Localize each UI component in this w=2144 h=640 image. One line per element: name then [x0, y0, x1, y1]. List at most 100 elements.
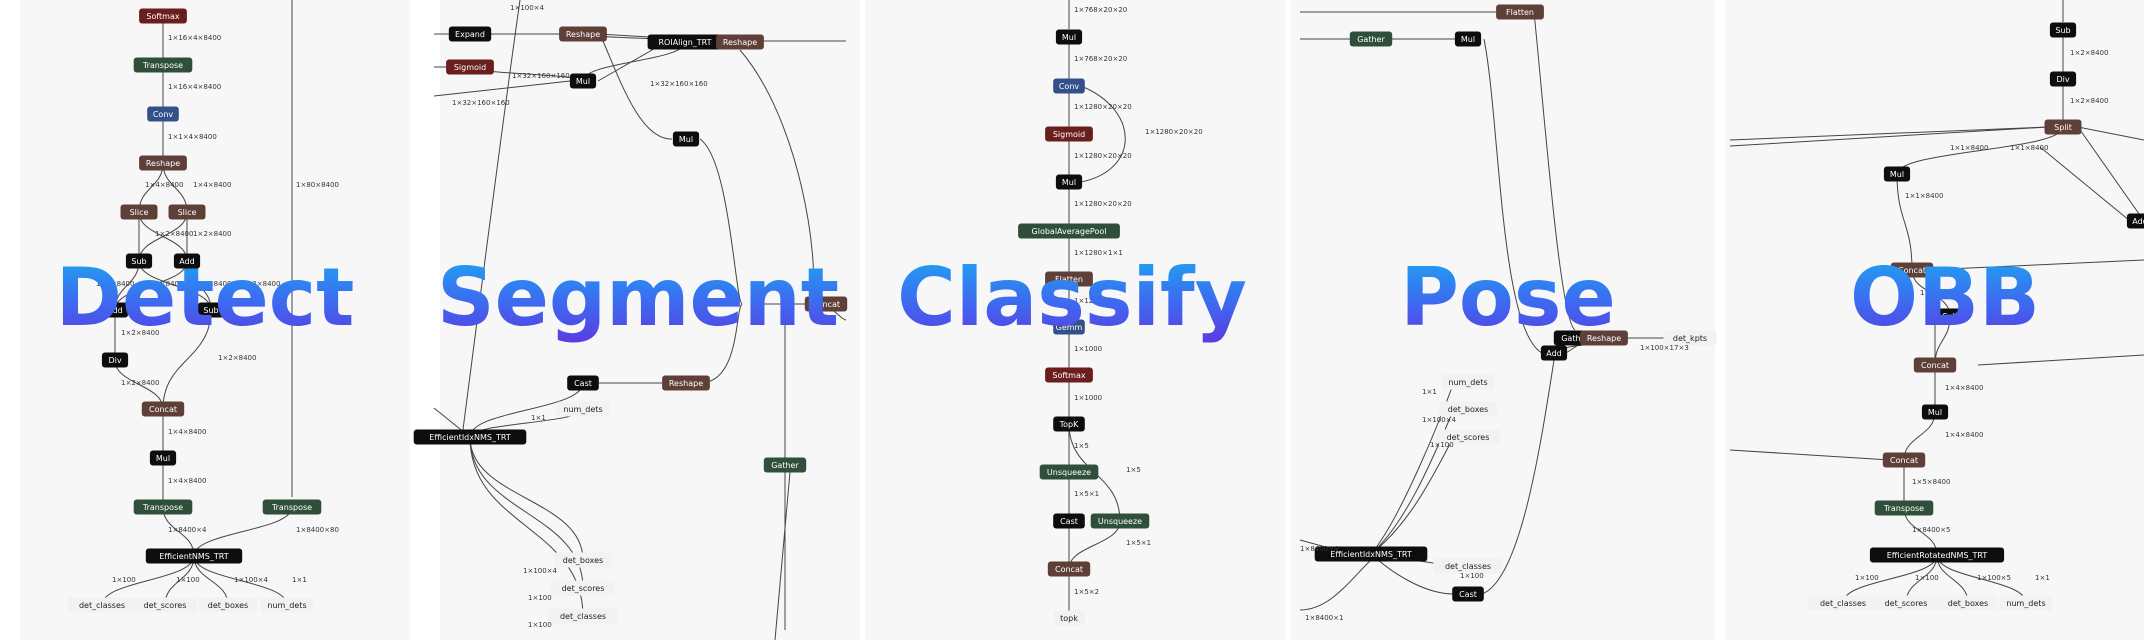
segment-node-sigmoid[interactable]: Sigmoid	[446, 59, 494, 75]
segment-node-gather[interactable]: Gather	[763, 457, 807, 473]
classify-node-label: Concat	[1055, 565, 1083, 574]
obb-node-det-boxes[interactable]: det_boxes	[1938, 595, 1998, 611]
detect-node-div[interactable]: Div	[101, 352, 129, 368]
segment-node-expand[interactable]: Expand	[448, 26, 492, 42]
segment-node-det-scores[interactable]: det_scores	[551, 580, 615, 596]
detect-node-efficientnms-trt[interactable]: EfficientNMS_TRT	[145, 548, 243, 564]
classify-node-flatten[interactable]: Flatten	[1045, 271, 1093, 287]
pose-node-cast[interactable]: Cast	[1452, 586, 1484, 602]
classify-edge-label: 1×1280×20×20	[1074, 200, 1132, 208]
pose-node-reshape[interactable]: Reshape	[1580, 330, 1628, 346]
detect-node-det-classes[interactable]: det_classes	[67, 597, 137, 613]
pose-title: Pose	[1400, 251, 1615, 344]
segment-node-efficientidxnms-trt[interactable]: EfficientIdxNMS_TRT	[413, 429, 527, 445]
pose-node-label: Mul	[1461, 35, 1475, 44]
obb-node-label: Sub	[1942, 312, 1957, 321]
segment-edge	[599, 33, 673, 140]
segment-node-det-boxes[interactable]: det_boxes	[553, 552, 613, 568]
detect-edge-label: 1×4×8400	[145, 181, 183, 189]
detect-node-label: Sub	[203, 306, 218, 315]
detect-node-transpose[interactable]: Transpose	[133, 57, 193, 73]
classify-node-mul[interactable]: Mul	[1055, 174, 1083, 190]
pose-node-gather[interactable]: Gather	[1349, 31, 1393, 47]
segment-node-reshape[interactable]: Reshape	[662, 375, 710, 391]
detect-node-add[interactable]: Add	[101, 302, 129, 318]
detect-node-transpose[interactable]: Transpose	[133, 499, 193, 515]
obb-node-sub[interactable]: Sub	[1936, 308, 1964, 324]
pose-node-label: EfficientIdxNMS_TRT	[1330, 550, 1412, 559]
segment-node-cast[interactable]: Cast	[567, 375, 599, 391]
segment-edge-label: 1×100	[528, 594, 552, 602]
obb-node-label: Div	[2056, 75, 2069, 84]
classify-node-mul[interactable]: Mul	[1055, 29, 1083, 45]
detect-node-slice[interactable]: Slice	[168, 204, 206, 220]
classify-node-unsqueeze[interactable]: Unsqueeze	[1090, 513, 1150, 529]
obb-node-num-dets[interactable]: num_dets	[1999, 595, 2053, 611]
segment-node-num-dets[interactable]: num_dets	[556, 401, 610, 417]
pose-node-det-kpts[interactable]: det_kpts	[1663, 330, 1717, 346]
segment-node-concat[interactable]: Concat	[804, 296, 848, 312]
classify-node-topk[interactable]: TopK	[1053, 416, 1085, 432]
obb-node-split[interactable]: Split	[2044, 119, 2082, 135]
classify-node-unsqueeze[interactable]: Unsqueeze	[1039, 464, 1099, 480]
detect-node-slice[interactable]: Slice	[120, 204, 158, 220]
segment-edge	[739, 49, 815, 305]
obb-node-mul[interactable]: Mul	[1883, 166, 1911, 182]
obb-node-det-classes[interactable]: det_classes	[1808, 595, 1878, 611]
obb-node-transpose[interactable]: Transpose	[1874, 500, 1934, 516]
classify-node-sigmoid[interactable]: Sigmoid	[1045, 126, 1093, 142]
obb-node-concat[interactable]: Concat	[1913, 357, 1957, 373]
detect-node-det-scores[interactable]: det_scores	[133, 597, 197, 613]
obb-edge-label: 1×8400×5	[1912, 526, 1950, 534]
segment-node-mul[interactable]: Mul	[569, 73, 597, 89]
classify-edge	[1080, 85, 1126, 183]
classify-node-cast[interactable]: Cast	[1053, 513, 1085, 529]
detect-edge-label: 1×2×8400	[218, 354, 256, 362]
pose-edge	[1533, 11, 1576, 331]
segment-node-roialign-trt[interactable]: ROIAlign_TRT	[647, 34, 723, 50]
detect-node-add[interactable]: Add	[173, 253, 201, 269]
pose-node-flatten[interactable]: Flatten	[1496, 4, 1544, 20]
pose-node-add[interactable]: Add	[1540, 345, 1568, 361]
obb-node-det-scores[interactable]: det_scores	[1874, 595, 1938, 611]
detect-edge-label: 1×100	[176, 576, 200, 584]
detect-node-label: Concat	[149, 405, 177, 414]
classify-node-globalaveragepool[interactable]: GlobalAveragePool	[1018, 223, 1120, 239]
detect-node-sub[interactable]: Sub	[125, 253, 153, 269]
pose-node-num-dets[interactable]: num_dets	[1441, 374, 1495, 390]
classify-node-concat[interactable]: Concat	[1047, 561, 1091, 577]
pose-node-det-classes[interactable]: det_classes	[1433, 558, 1503, 574]
pose-node-det-scores[interactable]: det_scores	[1436, 429, 1500, 445]
obb-node-concat[interactable]: Concat	[1882, 452, 1926, 468]
classify-node-conv[interactable]: Conv	[1053, 78, 1085, 94]
detect-node-reshape[interactable]: Reshape	[139, 155, 187, 171]
classify-node-gemm[interactable]: Gemm	[1053, 319, 1085, 335]
segment-node-label: Expand	[455, 30, 485, 39]
obb-edge	[1729, 126, 2049, 141]
detect-node-concat[interactable]: Concat	[141, 401, 185, 417]
obb-node-mul[interactable]: Mul	[1921, 404, 1949, 420]
obb-node-concat[interactable]: Concat	[1890, 262, 1934, 278]
detect-node-det-boxes[interactable]: det_boxes	[198, 597, 258, 613]
pose-panel-bg	[1290, 0, 1715, 640]
detect-node-transpose[interactable]: Transpose	[262, 499, 322, 515]
obb-node-div[interactable]: Div	[2049, 71, 2077, 87]
segment-node-reshape[interactable]: Reshape	[559, 26, 607, 42]
detect-node-conv[interactable]: Conv	[147, 106, 179, 122]
detect-node-mul[interactable]: Mul	[149, 450, 177, 466]
detect-node-sub[interactable]: Sub	[197, 302, 225, 318]
segment-node-mul[interactable]: Mul	[672, 131, 700, 147]
obb-node-efficientrotatednms-trt[interactable]: EfficientRotatedNMS_TRT	[1869, 547, 2005, 563]
detect-node-num-dets[interactable]: num_dets	[260, 597, 314, 613]
pose-node-det-boxes[interactable]: det_boxes	[1438, 401, 1498, 417]
classify-node-softmax[interactable]: Softmax	[1045, 367, 1093, 383]
obb-node-add[interactable]: Add	[2126, 213, 2144, 229]
pose-node-efficientidxnms-trt[interactable]: EfficientIdxNMS_TRT	[1314, 546, 1428, 562]
segment-node-reshape[interactable]: Reshape	[716, 34, 764, 50]
segment-node-det-classes[interactable]: det_classes	[548, 608, 618, 624]
classify-node-topk[interactable]: topk	[1053, 610, 1085, 626]
obb-node-sub[interactable]: Sub	[2049, 22, 2077, 38]
pose-node-mul[interactable]: Mul	[1454, 31, 1482, 47]
detect-node-softmax[interactable]: Softmax	[139, 8, 187, 24]
obb-edge-label: 1×2×8400	[2070, 97, 2108, 105]
